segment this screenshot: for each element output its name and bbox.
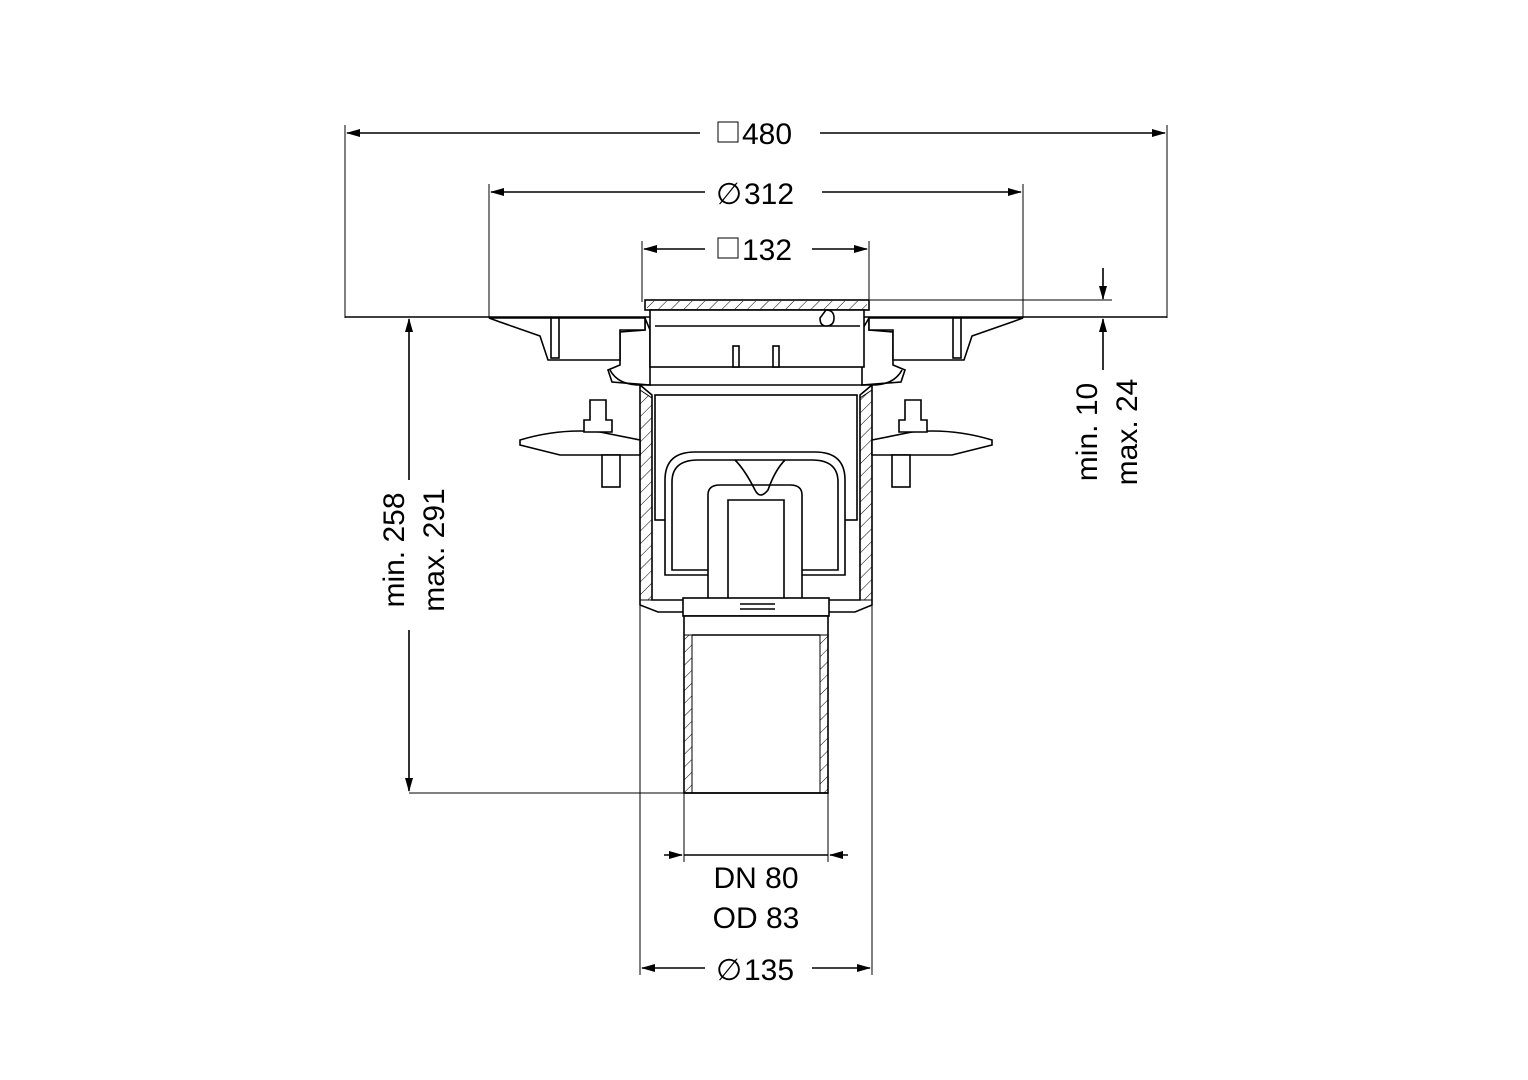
square-symbol-icon [717,121,739,143]
dimension-label: 480 [742,118,792,151]
dimension-132: 132 [641,234,870,302]
dimension-grate-offset: min. 10 max. 24 [870,268,1144,485]
dimension-label: 312 [744,178,794,211]
dimension-max-label: max. 291 [418,488,451,611]
dimension-max-label: max. 24 [1111,379,1144,486]
dimension-min-label: min. 258 [378,492,411,607]
diameter-symbol-icon: ∅ [716,178,742,211]
dimension-480: 480 [344,118,1168,318]
diameter-symbol-icon: ∅ [716,954,742,987]
dimension-min-label: min. 10 [1071,383,1104,481]
dimension-outlet: DN 80 OD 83 [664,851,848,935]
outlet-nominal-label: DN 80 [713,862,798,895]
dimension-height: min. 258 max. 291 [378,318,684,794]
drain-body [488,299,1024,794]
dimension-label: 135 [744,954,794,987]
outlet-outer-label: OD 83 [713,902,800,935]
square-symbol-icon [717,237,739,259]
dimension-label: 132 [742,234,792,267]
dimension-312: ∅ 312 [488,178,1024,318]
dimension-135: ∅ 135 [641,954,871,987]
